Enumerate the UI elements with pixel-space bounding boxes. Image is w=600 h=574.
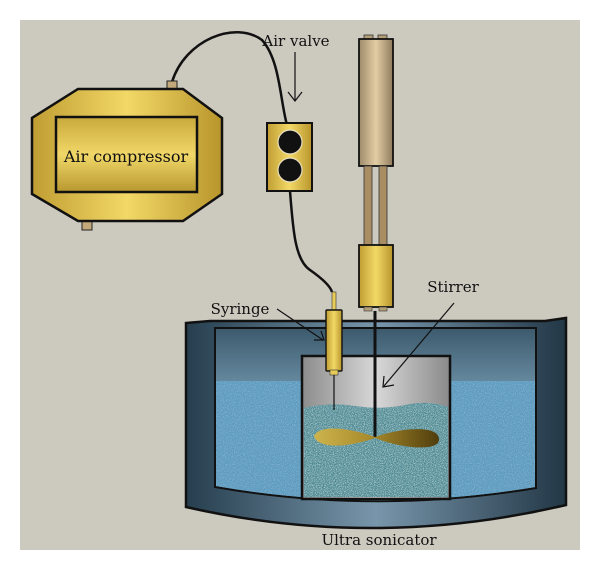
compressor-label-panel — [54, 115, 199, 194]
syringe-tip — [331, 291, 337, 313]
air-hose-valve-to-syringe — [288, 190, 334, 293]
air-valve-label: Air valve — [261, 32, 329, 50]
air-valve-arrowhead — [287, 91, 303, 102]
valve-knob-bottom — [277, 157, 303, 183]
valve-knob-top — [277, 129, 303, 155]
stirrer-chuck — [358, 244, 394, 308]
stirrer-rod-left — [363, 165, 373, 247]
valve-body — [266, 122, 313, 192]
syringe-arrowhead — [314, 330, 325, 341]
syringe-barrel — [325, 309, 343, 372]
stirrer-blade — [314, 428, 440, 448]
stirrer-pointer-arrow — [383, 302, 455, 387]
air-compressor: Air compressor — [30, 80, 224, 231]
air-compressor-label: Air compressor — [63, 147, 189, 166]
beaker-solution-texture — [304, 402, 448, 497]
air-hose-compressor-to-valve — [170, 30, 289, 126]
stirrer-label: Stirrer — [427, 278, 479, 296]
stirrer-assembly — [358, 34, 394, 312]
ultra-sonicator-label: Ultra sonicator — [321, 531, 437, 549]
compressor-bottom-port — [81, 220, 93, 231]
air-valve: Air valve — [261, 32, 330, 192]
stirrer-rod-right — [378, 165, 388, 247]
syringe: Syringe — [211, 291, 343, 410]
syringe-pointer-arrow — [276, 308, 324, 341]
stirrer-motor-housing — [358, 38, 394, 167]
stirrer-arrowhead — [382, 375, 395, 388]
syringe-label: Syringe — [211, 300, 270, 318]
